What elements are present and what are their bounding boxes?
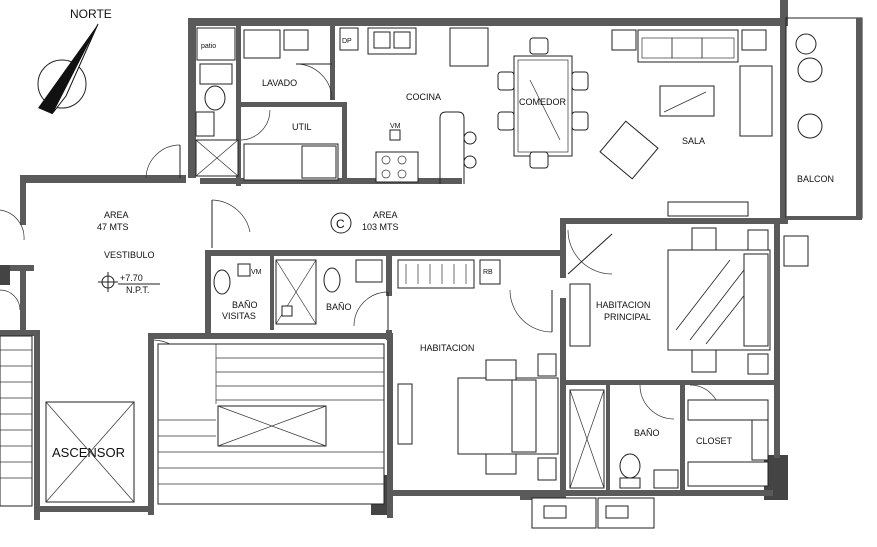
guest-bath: VM BAÑO VISITAS — [213, 263, 262, 321]
level-note: N.P.T. — [126, 285, 149, 295]
zone-circle — [330, 212, 352, 234]
north-compass: NORTE — [37, 7, 112, 115]
room-label-lavado: LAVADO — [262, 78, 297, 88]
master-bedroom: HABITACION PRINCIPAL — [569, 227, 771, 375]
laundry-area: patio LAVADO — [195, 27, 309, 177]
chair-icon — [797, 57, 823, 83]
left-stair — [0, 335, 33, 507]
door-swing — [353, 291, 389, 327]
bed-icon — [457, 377, 559, 455]
north-arrow-icon — [38, 24, 98, 114]
ac-unit-icon — [783, 235, 809, 267]
door-swing — [567, 229, 613, 275]
balcony: BALCON — [783, 33, 834, 267]
door-swing — [211, 199, 251, 233]
staircase — [157, 343, 385, 505]
elevator-shaft — [45, 401, 135, 503]
patio-box — [196, 27, 236, 61]
zone-letter: C — [336, 217, 345, 231]
room-label-bano-visitas-1: BAÑO — [232, 300, 258, 310]
door-swing — [0, 289, 21, 311]
svg-text:VM: VM — [251, 269, 262, 276]
room-label-bano-hall: BAÑO — [326, 302, 352, 312]
room-label-bano-visitas-2: VISITAS — [222, 311, 256, 321]
side-table-icon — [611, 29, 637, 51]
nightstand-icon — [485, 359, 517, 381]
room-label-comedor: COMEDOR — [519, 97, 567, 107]
plant-icon — [795, 33, 817, 55]
dp-label: DP — [342, 38, 352, 45]
kitchen: DP VM COCINA — [339, 27, 489, 184]
room-label-cocina: COCINA — [406, 92, 441, 102]
elevator: ASCENSOR — [45, 401, 135, 503]
room-label-habitacion-principal-1: HABITACION — [596, 300, 650, 310]
room-label-sala: SALA — [682, 136, 705, 146]
stove-icon — [375, 151, 419, 183]
rb-box — [479, 259, 501, 285]
vm-label: VM — [390, 123, 401, 130]
sofa-icon — [637, 29, 739, 63]
door-swing — [0, 209, 25, 241]
area-value-1: 47 MTS — [97, 222, 129, 232]
door-swing — [295, 63, 333, 101]
dp-box — [339, 27, 359, 51]
door-swing — [509, 289, 553, 333]
room-label-habitacion-principal-2: PRINCIPAL — [604, 312, 651, 322]
closet: CLOSET — [687, 399, 769, 487]
sofa-side-icon — [739, 65, 773, 137]
level-value: +7.70 — [120, 273, 143, 283]
area-label-1: AREA — [104, 210, 129, 220]
room-label-habitacion: HABITACION — [420, 343, 474, 353]
room-label-vestibulo: VESTIBULO — [104, 250, 155, 260]
rb-label: RB — [483, 269, 493, 276]
toilet-icon — [323, 267, 341, 293]
wardrobe-icon — [397, 259, 475, 289]
toilet-icon — [213, 269, 231, 295]
sink-icon — [653, 469, 679, 489]
area-value-2: 103 MTS — [362, 222, 399, 232]
pillows — [743, 253, 769, 347]
patio-label: patio — [201, 43, 216, 50]
doors — [0, 63, 721, 420]
hall-bath: BAÑO — [275, 259, 383, 325]
dining: COMEDOR — [497, 37, 589, 169]
toilet-icon — [619, 453, 641, 479]
wardrobe-icon — [569, 283, 591, 347]
armchair-icon — [599, 120, 659, 180]
util-room: UTIL — [243, 122, 339, 181]
room-label-ascensor: ASCENSOR — [52, 445, 125, 460]
kitchen-island — [439, 111, 465, 184]
room-label-util: UTIL — [292, 122, 312, 132]
living-room: SALA — [599, 29, 773, 217]
nightstand-icon — [485, 453, 517, 475]
room-label-closet: CLOSET — [696, 436, 733, 446]
door-swing — [145, 144, 181, 179]
master-bath: BAÑO — [569, 389, 679, 489]
desk-icon — [397, 383, 413, 445]
sink-icon — [195, 111, 215, 137]
nightstand-icon — [691, 349, 717, 373]
vm-box — [237, 263, 251, 277]
area-label-2: AREA — [373, 210, 398, 220]
washer-icon — [243, 29, 281, 59]
door-swing — [639, 384, 675, 420]
compass-circle — [37, 59, 87, 109]
door-swing — [240, 109, 271, 141]
bedroom: RB HABITACION — [397, 259, 559, 481]
laundry-sink-icon — [283, 29, 309, 51]
toilet-icon — [204, 85, 226, 111]
nightstand-icon — [691, 227, 717, 251]
tv-console-icon — [667, 201, 749, 217]
north-label: NORTE — [70, 7, 112, 21]
vestibule: VESTIBULO +7.70 N.P.T. — [98, 250, 160, 295]
area-labels: AREA 47 MTS C AREA 103 MTS — [97, 210, 399, 234]
closet-rod — [687, 399, 769, 421]
fridge-icon — [449, 27, 489, 67]
room-label-balcon: BALCON — [797, 174, 834, 184]
sink-icon — [355, 259, 383, 283]
room-label-bano-principal: BAÑO — [634, 428, 660, 438]
chair-icon — [797, 113, 823, 139]
